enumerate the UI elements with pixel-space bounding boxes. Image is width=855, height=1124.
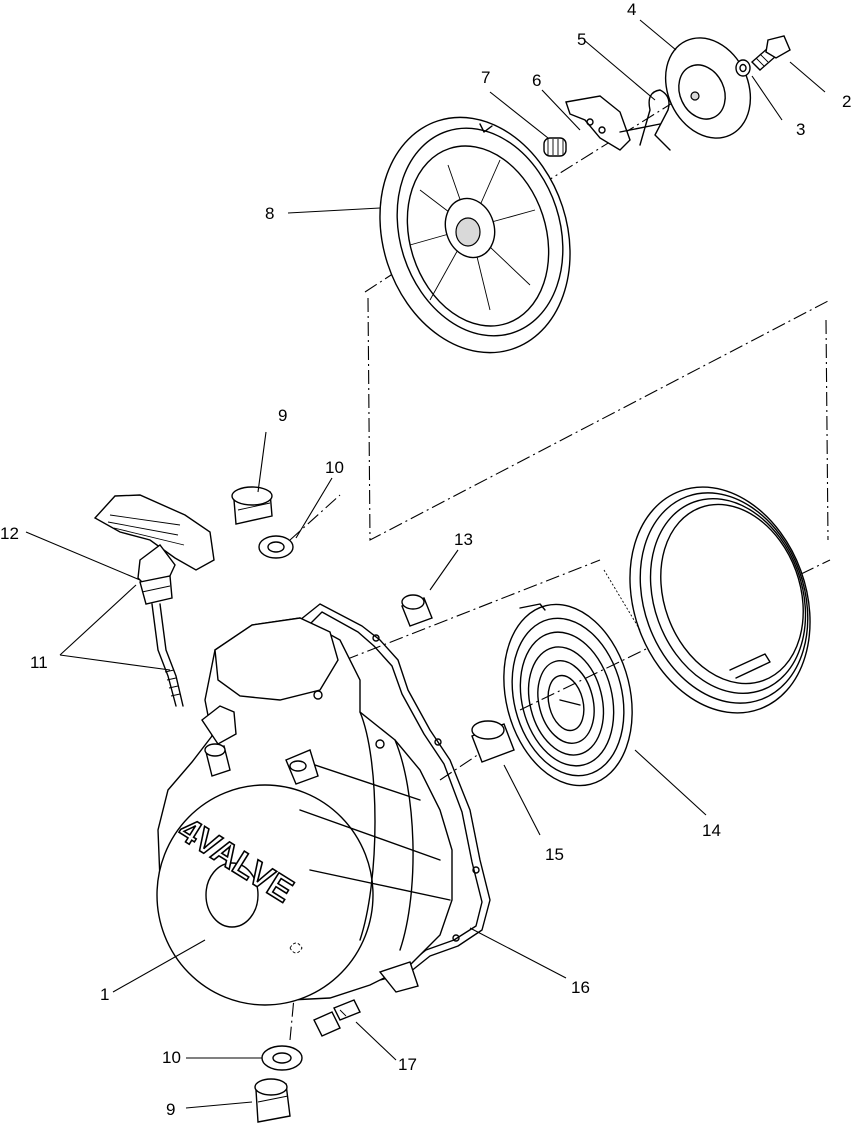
upper-bushing bbox=[401, 594, 433, 627]
lower-bushing bbox=[471, 720, 515, 763]
housing-gasket bbox=[299, 603, 491, 981]
callout-16: 16 bbox=[571, 978, 590, 997]
lock-washer bbox=[735, 59, 751, 77]
starter-handle bbox=[93, 494, 215, 605]
callout-5: 5 bbox=[577, 30, 586, 49]
callout-10-bottom: 10 bbox=[162, 1048, 181, 1067]
lower-plug bbox=[254, 1078, 291, 1123]
ratchet-pawl bbox=[565, 95, 631, 151]
leader-lines bbox=[25, 19, 826, 1109]
upper-plug bbox=[231, 486, 273, 525]
friction-plate bbox=[664, 37, 752, 139]
callout-9-bottom: 9 bbox=[166, 1100, 175, 1119]
callout-13: 13 bbox=[454, 530, 473, 549]
callout-6: 6 bbox=[532, 71, 541, 90]
callout-3: 3 bbox=[796, 120, 805, 139]
callout-8: 8 bbox=[265, 204, 274, 223]
pawl-spring bbox=[543, 137, 567, 157]
callout-12: 12 bbox=[0, 524, 19, 543]
callout-14: 14 bbox=[702, 821, 721, 840]
callout-7: 7 bbox=[481, 68, 490, 87]
recoil-spring bbox=[503, 603, 633, 787]
callout-9-top: 9 bbox=[278, 406, 287, 425]
housing-bolt bbox=[313, 999, 361, 1037]
lower-washer bbox=[261, 1045, 303, 1071]
wire-clip bbox=[619, 89, 671, 151]
callout-11: 11 bbox=[30, 653, 48, 672]
callout-4: 4 bbox=[627, 0, 636, 19]
callout-1: 1 bbox=[100, 985, 109, 1004]
upper-washer bbox=[258, 535, 294, 559]
center-bolt bbox=[750, 35, 791, 71]
callout-2: 2 bbox=[842, 92, 851, 111]
starter-rope-coil bbox=[603, 486, 811, 714]
callout-17: 17 bbox=[398, 1055, 417, 1074]
pulley-reel bbox=[379, 116, 571, 354]
starter-housing: 4VALVE bbox=[156, 617, 453, 1006]
callout-15: 15 bbox=[545, 845, 564, 864]
callout-10-top: 10 bbox=[325, 458, 344, 477]
starter-rope-end bbox=[151, 603, 184, 707]
